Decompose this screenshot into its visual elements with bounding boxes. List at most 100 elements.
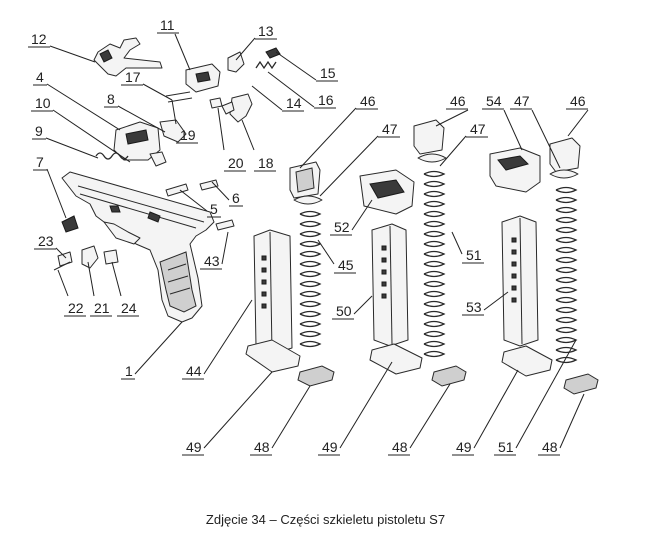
part-spring-9 bbox=[95, 152, 129, 160]
callout-leader-line bbox=[275, 51, 317, 81]
callout-number: 14 bbox=[286, 95, 302, 111]
callout-c5: 5 bbox=[179, 189, 221, 218]
part-pins-5-6 bbox=[165, 179, 219, 197]
callout-c44: 44 bbox=[182, 299, 253, 380]
callout-c16: 16 bbox=[267, 71, 336, 109]
callout-leader-line bbox=[117, 105, 166, 133]
callout-number: 13 bbox=[258, 23, 274, 39]
magazine-2 bbox=[359, 119, 467, 387]
callout-c52: 52 bbox=[330, 199, 373, 236]
callout-number: 18 bbox=[258, 155, 274, 171]
callout-leader-line bbox=[473, 369, 519, 449]
callout-leader-line bbox=[203, 299, 253, 375]
callout-leader-line bbox=[439, 135, 467, 167]
part-pins-17-19 bbox=[159, 91, 223, 143]
callout-leader-line bbox=[435, 109, 469, 127]
callout-c12: 12 bbox=[28, 31, 96, 63]
callout-c15: 15 bbox=[275, 51, 338, 82]
callout-number: 1 bbox=[125, 363, 133, 379]
part-7-23 bbox=[57, 215, 79, 267]
exploded-parts-diagram: 1211131541716814101992018765234322212414… bbox=[28, 17, 599, 456]
callout-c46c: 46 bbox=[566, 93, 589, 137]
callout-number: 19 bbox=[180, 127, 196, 143]
part-21-22-24 bbox=[53, 245, 119, 271]
callout-c47b: 47 bbox=[439, 121, 488, 167]
callout-number: 48 bbox=[542, 439, 558, 455]
part-springs-15-16 bbox=[255, 47, 281, 70]
callout-c49c: 49 bbox=[452, 369, 519, 456]
callout-c53: 53 bbox=[462, 291, 509, 316]
callout-number: 49 bbox=[456, 439, 472, 455]
callout-leader-line bbox=[174, 33, 191, 71]
callout-number: 43 bbox=[204, 253, 220, 269]
callout-number: 8 bbox=[107, 91, 115, 107]
callout-c21: 21 bbox=[87, 261, 112, 317]
callout-c46b: 46 bbox=[435, 93, 469, 127]
callout-c48b: 48 bbox=[388, 383, 451, 456]
callout-leader-line bbox=[251, 85, 283, 111]
callout-leader-line bbox=[267, 71, 315, 108]
callout-number: 46 bbox=[570, 93, 586, 109]
callout-c51a: 51 bbox=[451, 231, 484, 264]
callout-number: 5 bbox=[210, 201, 218, 217]
callout-c11: 11 bbox=[157, 17, 191, 71]
callout-c48c: 48 bbox=[538, 393, 585, 456]
callout-c19: 19 bbox=[171, 99, 198, 144]
callout-c49b: 49 bbox=[318, 361, 393, 456]
callout-number: 21 bbox=[94, 300, 110, 316]
callout-number: 6 bbox=[232, 190, 240, 206]
callout-leader-line bbox=[503, 109, 523, 151]
callout-c23: 23 bbox=[34, 233, 67, 259]
part-housing-4-8 bbox=[113, 121, 167, 167]
callout-c47a: 47 bbox=[319, 121, 400, 197]
callout-c51b: 51 bbox=[494, 339, 577, 456]
callout-number: 47 bbox=[514, 93, 530, 109]
callout-leader-line bbox=[409, 383, 451, 449]
part-11 bbox=[185, 63, 221, 93]
callout-c6: 6 bbox=[211, 181, 243, 207]
callout-c1: 1 bbox=[121, 321, 183, 380]
callout-c4: 4 bbox=[33, 69, 121, 131]
callout-leader-line bbox=[49, 45, 96, 63]
callout-c54: 54 bbox=[482, 93, 523, 151]
callout-number: 23 bbox=[38, 233, 54, 249]
callout-leader-line bbox=[271, 385, 311, 449]
magazine-3 bbox=[489, 137, 599, 395]
callout-leader-line bbox=[217, 107, 225, 151]
callout-leader-line bbox=[241, 119, 255, 151]
callout-leader-line bbox=[171, 99, 177, 125]
callout-leader-line bbox=[339, 361, 393, 449]
callout-leader-line bbox=[531, 109, 561, 169]
callout-leader-line bbox=[134, 321, 183, 375]
callout-c22: 22 bbox=[57, 269, 86, 317]
callout-leader-line bbox=[142, 83, 173, 101]
callout-number: 48 bbox=[392, 439, 408, 455]
callout-number: 12 bbox=[31, 31, 47, 47]
callout-number: 15 bbox=[320, 65, 336, 81]
callout-leader-line bbox=[46, 83, 121, 131]
callout-c46a: 46 bbox=[299, 93, 378, 169]
callout-leader-line bbox=[317, 239, 335, 265]
callout-number: 24 bbox=[121, 300, 137, 316]
callout-leader-line bbox=[87, 261, 95, 297]
callout-leader-line bbox=[111, 261, 122, 297]
callout-number: 51 bbox=[498, 439, 514, 455]
callout-c14: 14 bbox=[251, 85, 304, 112]
callout-number: 48 bbox=[254, 439, 270, 455]
callout-c13: 13 bbox=[235, 23, 277, 61]
callout-c9: 9 bbox=[32, 123, 99, 159]
part-13 bbox=[227, 51, 245, 73]
callout-number: 11 bbox=[160, 17, 175, 33]
callout-number: 49 bbox=[186, 439, 202, 455]
callout-leader-line bbox=[299, 107, 357, 169]
callout-c17: 17 bbox=[121, 69, 173, 101]
callout-leader-line bbox=[451, 231, 463, 255]
callout-number: 47 bbox=[382, 121, 398, 137]
callout-number: 10 bbox=[35, 95, 51, 111]
callout-number: 47 bbox=[470, 121, 486, 137]
magazine-1 bbox=[245, 161, 335, 387]
figure-caption: Zdjęcie 34 – Części szkieletu pistoletu … bbox=[205, 512, 446, 527]
callout-c20: 20 bbox=[217, 107, 246, 172]
